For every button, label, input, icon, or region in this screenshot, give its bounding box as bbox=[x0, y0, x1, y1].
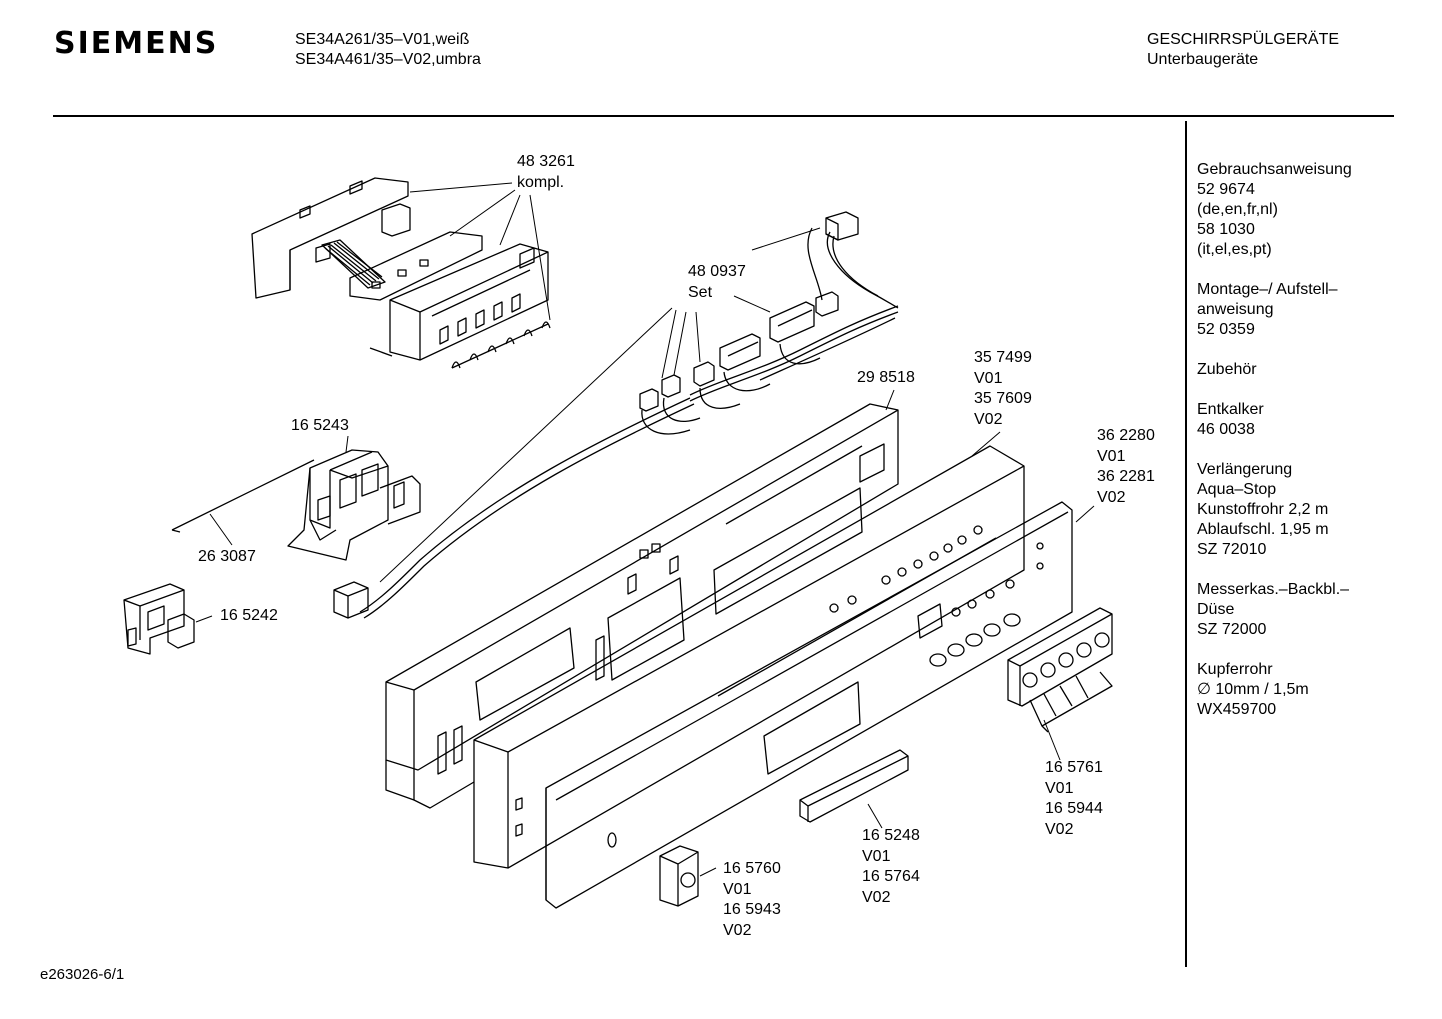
part-label-165242: 16 5242 bbox=[220, 606, 278, 627]
part-variant: V02 bbox=[862, 888, 891, 906]
part-variant: V01 bbox=[974, 369, 1003, 387]
sidebar-block-extension: Verlängerung Aqua–Stop Kunstoffrohr 2,2 … bbox=[1197, 460, 1433, 560]
faceplate-362280 bbox=[545, 501, 1073, 909]
sidebar-line: Montage–/ Aufstell– bbox=[1197, 281, 1338, 298]
part-variant: V01 bbox=[723, 880, 752, 898]
part-label-362280: 36 2280 V01 36 2281 V02 bbox=[1097, 426, 1155, 508]
part-label-298518: 29 8518 bbox=[857, 368, 915, 389]
part-variant: V02 bbox=[1045, 820, 1074, 838]
part-number: 16 5242 bbox=[220, 607, 278, 624]
part-number: 16 5764 bbox=[862, 868, 920, 885]
model-line: SE34A461/35–V02,umbra bbox=[295, 51, 481, 68]
control-module-483261 bbox=[251, 177, 551, 369]
sidebar-block-installation: Montage–/ Aufstell– anweisung 52 0359 bbox=[1197, 280, 1433, 340]
part-number: 16 5760 bbox=[723, 860, 781, 877]
part-variant: V02 bbox=[1097, 488, 1126, 506]
sidebar-line: 46 0038 bbox=[1197, 421, 1255, 438]
category-subtitle: Unterbaugeräte bbox=[1147, 51, 1259, 68]
part-number: 36 2281 bbox=[1097, 468, 1155, 485]
part-number: 16 5943 bbox=[723, 901, 781, 918]
part-number: 16 5944 bbox=[1045, 800, 1103, 817]
sidebar-line: 58 1030 bbox=[1197, 221, 1255, 238]
sidebar-line: (de,en,fr,nl) bbox=[1197, 201, 1278, 218]
sidebar-line: Kunstoffrohr 2,2 m bbox=[1197, 501, 1329, 518]
part-number: 48 3261 bbox=[517, 153, 575, 170]
brand-logo: SIEMENS bbox=[54, 26, 219, 61]
knob-set-165761 bbox=[1007, 607, 1113, 733]
sidebar-line: Kupferrohr bbox=[1197, 661, 1273, 678]
part-variant: V02 bbox=[974, 410, 1003, 428]
sidebar-line: ∅ 10mm / 1,5m bbox=[1197, 681, 1309, 698]
part-number: 35 7499 bbox=[974, 349, 1032, 366]
sidebar-accessories: Gebrauchsanweisung 52 9674 (de,en,fr,nl)… bbox=[1197, 160, 1433, 740]
sidebar-line: Gebrauchsanweisung bbox=[1197, 161, 1352, 178]
sidebar-line: 52 0359 bbox=[1197, 321, 1255, 338]
part-label-165248: 16 5248 V01 16 5764 V02 bbox=[862, 826, 920, 908]
part-label-165243: 16 5243 bbox=[291, 416, 349, 437]
wire-263087 bbox=[171, 459, 315, 533]
part-number: 16 5243 bbox=[291, 417, 349, 434]
sidebar-block-copper-pipe: Kupferrohr ∅ 10mm / 1,5m WX459700 bbox=[1197, 660, 1433, 720]
handle-strip-165248 bbox=[799, 749, 909, 823]
knob-165760 bbox=[659, 845, 699, 907]
sidebar-line: SZ 72010 bbox=[1197, 541, 1267, 558]
sidebar-block-nozzle: Messerkas.–Backbl.– Düse SZ 72000 bbox=[1197, 580, 1433, 640]
part-label-165761: 16 5761 V01 16 5944 V02 bbox=[1045, 758, 1103, 840]
part-label-165760: 16 5760 V01 16 5943 V02 bbox=[723, 859, 781, 941]
part-number: 16 5248 bbox=[862, 827, 920, 844]
sidebar-line: Messerkas.–Backbl.– bbox=[1197, 581, 1350, 598]
sidebar-line: WX459700 bbox=[1197, 701, 1277, 718]
cable-harness-480937 bbox=[333, 211, 899, 619]
sidebar-line: Düse bbox=[1197, 601, 1235, 618]
sidebar-line: 52 9674 bbox=[1197, 181, 1255, 198]
part-number: 29 8518 bbox=[857, 369, 915, 386]
sidebar-line: anweisung bbox=[1197, 301, 1274, 318]
drawing-reference: e263026-6/1 bbox=[40, 966, 125, 983]
sidebar-block-manual: Gebrauchsanweisung 52 9674 (de,en,fr,nl)… bbox=[1197, 160, 1433, 260]
sidebar-line: Aqua–Stop bbox=[1197, 481, 1277, 498]
sidebar-line: Entkalker bbox=[1197, 401, 1264, 418]
sidebar-block-descaler: Entkalker 46 0038 bbox=[1197, 400, 1433, 440]
part-number: 35 7609 bbox=[974, 390, 1032, 407]
model-list: SE34A261/35–V01,weiß SE34A461/35–V02,umb… bbox=[295, 30, 481, 70]
frame-298518 bbox=[385, 403, 899, 809]
part-label-263087: 26 3087 bbox=[198, 547, 256, 568]
panel-357499 bbox=[473, 445, 1025, 869]
part-variant: V01 bbox=[1097, 447, 1126, 465]
sidebar-line: Verlängerung bbox=[1197, 461, 1293, 478]
appliance-category: GESCHIRRSPÜLGERÄTE Unterbaugeräte bbox=[1147, 30, 1339, 70]
part-label-357499: 35 7499 V01 35 7609 V02 bbox=[974, 348, 1032, 430]
model-line: SE34A261/35–V01,weiß bbox=[295, 31, 470, 48]
part-variant: V01 bbox=[862, 847, 891, 865]
sidebar-line: (it,el,es,pt) bbox=[1197, 241, 1272, 258]
sidebar-block-accessories: Zubehör bbox=[1197, 360, 1433, 380]
sidebar-line: SZ 72000 bbox=[1197, 621, 1267, 638]
part-note: Set bbox=[688, 283, 713, 301]
part-label-483261: 48 3261 kompl. bbox=[517, 152, 575, 193]
part-number: 16 5761 bbox=[1045, 759, 1103, 776]
part-label-480937: 48 0937 Set bbox=[688, 262, 746, 303]
part-number: 48 0937 bbox=[688, 263, 746, 280]
part-note: kompl. bbox=[517, 173, 565, 191]
part-variant: V01 bbox=[1045, 779, 1074, 797]
sidebar-line: Ablaufschl. 1,95 m bbox=[1197, 521, 1329, 538]
switch-165242 bbox=[123, 583, 195, 655]
part-number: 36 2280 bbox=[1097, 427, 1155, 444]
part-variant: V02 bbox=[723, 921, 752, 939]
switch-housing-165243 bbox=[287, 449, 421, 561]
category-title: GESCHIRRSPÜLGERÄTE bbox=[1147, 31, 1340, 48]
part-number: 26 3087 bbox=[198, 548, 256, 565]
sidebar-line: Zubehör bbox=[1197, 361, 1257, 378]
